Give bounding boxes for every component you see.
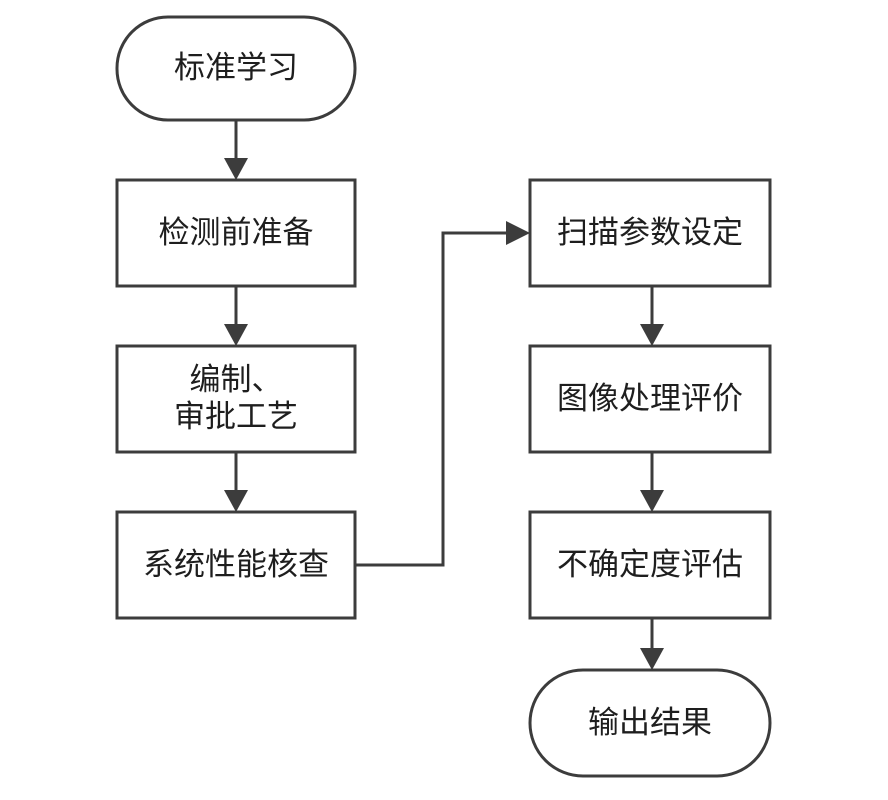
process-shape <box>115 178 357 288</box>
node-image-processing-evaluation: 图像处理评价 <box>528 344 772 454</box>
node-scan-parameter-setting: 扫描参数设定 <box>528 178 772 288</box>
terminal-shape <box>115 15 357 122</box>
process-shape <box>528 178 772 288</box>
connectors <box>224 120 664 670</box>
arrowhead-icon <box>640 324 664 346</box>
node-uncertainty-evaluation: 不确定度评估 <box>528 510 772 620</box>
process-shape <box>115 344 357 454</box>
node-label: 标准学习 <box>174 50 298 86</box>
terminal-shape <box>528 668 772 778</box>
node-pre-inspection-prep: 检测前准备 <box>115 178 357 288</box>
node-label-line-2: 审批工艺 <box>174 399 298 435</box>
node-label: 系统性能核查 <box>143 547 329 583</box>
process-shape <box>528 510 772 620</box>
arrowhead-icon <box>224 490 248 512</box>
arrowhead-icon <box>224 158 248 180</box>
arrowhead-icon <box>640 648 664 670</box>
node-label: 输出结果 <box>588 705 712 741</box>
node-output-results: 输出结果 <box>528 668 772 778</box>
node-label-line-1: 编制、 <box>190 362 283 398</box>
node-label: 不确定度评估 <box>557 547 743 583</box>
node-system-performance-check: 系统性能核查 <box>115 510 357 620</box>
process-shape <box>528 344 772 454</box>
node-label: 扫描参数设定 <box>557 215 743 251</box>
edge-system-check-to-scan-parameter <box>355 231 508 567</box>
node-label: 检测前准备 <box>159 215 314 251</box>
arrowhead-icon <box>506 221 530 245</box>
process-shape <box>115 510 357 620</box>
arrowhead-icon <box>224 324 248 346</box>
node-compile-approve-process: 编制、 审批工艺 <box>115 344 357 454</box>
arrowhead-icon <box>640 490 664 512</box>
node-standard-study: 标准学习 <box>115 15 357 122</box>
node-label: 图像处理评价 <box>557 381 743 417</box>
